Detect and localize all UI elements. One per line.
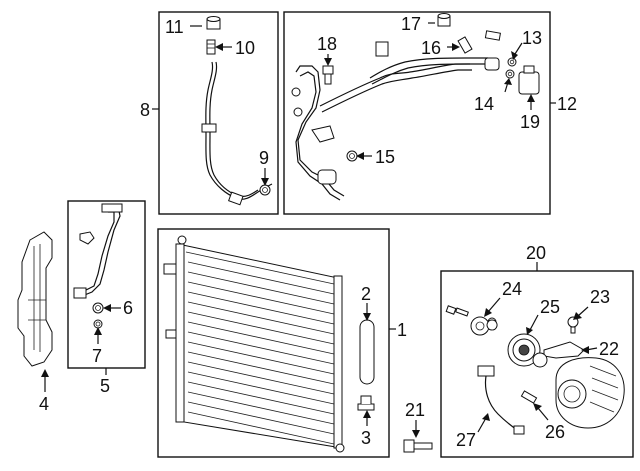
callout-3: 3 (361, 428, 371, 448)
o-ring-7 (93, 319, 103, 329)
o-ring-9 (259, 184, 271, 196)
sensor-26 (520, 390, 538, 404)
callout-18: 18 (317, 34, 337, 54)
callout-27: 27 (456, 430, 476, 450)
condenser-1 (163, 235, 345, 453)
callout-7: 7 (92, 346, 102, 366)
callout-13: 13 (522, 28, 542, 48)
clutch-hub-24 (445, 305, 498, 336)
callout-16: 16 (421, 38, 441, 58)
callout-24: 24 (502, 279, 522, 299)
valve-core-10 (206, 39, 216, 55)
o-ring-14 (505, 69, 515, 79)
valve-core-16 (457, 36, 473, 54)
group-box-5 (67, 200, 146, 369)
callout-2: 2 (361, 284, 371, 304)
pressure-line-assembly (73, 203, 123, 299)
callout-23: 23 (590, 287, 610, 307)
callout-15: 15 (375, 147, 395, 167)
callout-11: 11 (165, 17, 184, 37)
callout-12: 12 (557, 94, 577, 114)
suction-discharge-hose-assembly (291, 41, 500, 201)
liquid-hose-assembly (201, 61, 273, 206)
callout-17: 17 (401, 14, 421, 34)
callout-1: 1 (397, 320, 407, 340)
bolt-23 (567, 316, 579, 334)
callout-26: 26 (545, 422, 565, 442)
callout-22: 22 (599, 339, 619, 359)
callout-21: 21 (405, 400, 425, 420)
group-box-1 (157, 228, 390, 458)
group-box-8 (158, 11, 279, 215)
cap-11 (206, 16, 221, 30)
group-box-12 (283, 11, 551, 215)
callout-8: 8 (140, 100, 150, 120)
callout-4: 4 (39, 394, 49, 414)
o-ring-6 (92, 302, 104, 314)
pulley-25 (507, 333, 548, 368)
compressor-assembly (555, 357, 625, 429)
air-guard-4 (17, 231, 53, 367)
bolt-13-area (484, 30, 517, 67)
bracket-22 (543, 341, 585, 359)
wire-harness-27 (477, 365, 525, 435)
callout-6: 6 (123, 298, 133, 318)
cap-17 (437, 13, 451, 27)
cap-plug-3 (357, 395, 375, 411)
callout-leaders (41, 22, 598, 438)
o-ring-15 (346, 150, 358, 162)
callout-14: 14 (474, 94, 494, 114)
callout-19: 19 (520, 112, 540, 132)
bolt-18 (322, 65, 334, 85)
callout-9: 9 (259, 148, 269, 168)
receiver-drier-2 (359, 319, 375, 385)
callout-20: 20 (526, 243, 546, 263)
receiver-drier-19 (518, 65, 540, 95)
callout-5: 5 (100, 376, 110, 396)
callout-25: 25 (540, 297, 560, 317)
callout-10: 10 (235, 38, 255, 58)
bolt-21 (403, 439, 433, 453)
